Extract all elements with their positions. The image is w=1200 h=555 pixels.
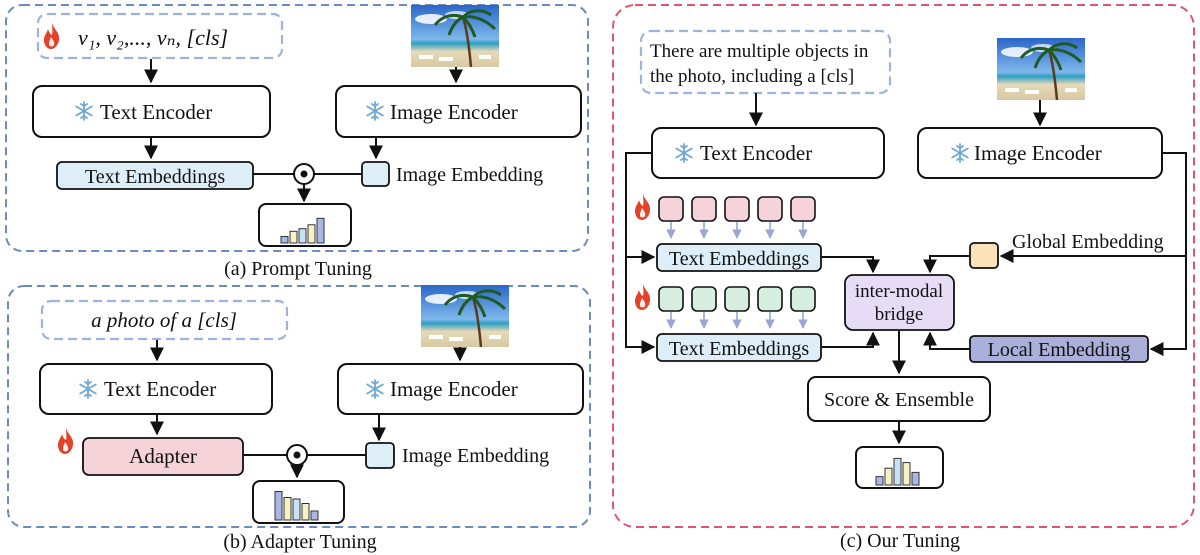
green-token-3 — [724, 286, 750, 312]
panel-c-frame — [612, 4, 1195, 528]
learnable-tokens-green — [658, 286, 816, 329]
score-ensemble-label: Score & Ensemble — [824, 389, 974, 411]
panel-b-bar-4 — [301, 503, 310, 521]
panel-c-text-embeddings-top-label: Text Embeddings — [669, 248, 809, 270]
beach-photo-c — [995, 36, 1087, 102]
panel-b-bar-5 — [310, 510, 319, 521]
panel-b-adapter-label: Adapter — [129, 444, 197, 468]
inter-modal-bridge — [844, 274, 955, 331]
panel-b-frame — [7, 285, 591, 528]
panel-a-image-encoder — [335, 85, 582, 138]
pink-token-3 — [724, 196, 750, 222]
panel-b-bar-3 — [292, 498, 301, 521]
panel-c-image-encoder-label: Image Encoder — [974, 141, 1102, 165]
panel-c-prompt-line1: There are multiple objects in — [650, 41, 869, 62]
panel-a-bar-5 — [316, 217, 325, 244]
panel-a-caption: (a) Prompt Tuning — [224, 258, 372, 280]
panel-b-bar-1 — [274, 491, 283, 521]
bridge-label-line2: bridge — [875, 304, 924, 325]
pink-token-4 — [757, 196, 783, 222]
panel-c-prompt-line2: the photo, including a [cls] — [650, 66, 854, 87]
panel-a-prompt-box — [36, 12, 284, 60]
panel-c-caption: (c) Our Tuning — [840, 530, 960, 552]
panel-a-text-encoder-label: Text Encoder — [100, 100, 212, 124]
panel-c-bar-5 — [911, 471, 920, 486]
pink-token-5 — [790, 196, 816, 222]
panel-c-prompt-box — [639, 29, 892, 95]
panel-b-image-embedding-label: Image Embedding — [402, 445, 549, 467]
panel-a-bar-2 — [289, 230, 298, 244]
pink-token-2 — [691, 196, 717, 222]
panel-c-bar-2 — [884, 467, 893, 486]
panel-a-text-encoder — [32, 85, 271, 138]
panel-b-adapter — [82, 437, 244, 476]
global-embedding-label: Global Embedding — [1012, 231, 1164, 253]
panel-c-text-embeddings-bottom-label: Text Embeddings — [669, 338, 809, 360]
panel-a-bar-3 — [298, 228, 307, 244]
green-token-1 — [658, 286, 684, 312]
local-embedding-label: Local Embedding — [988, 339, 1131, 361]
learnable-tokens-pink — [658, 196, 816, 239]
panel-c-text-encoder-label: Text Encoder — [700, 141, 812, 165]
panel-b-text-encoder-label: Text Encoder — [104, 377, 216, 401]
panel-a-prompt-text: v₁, v₂,..., vₙ, [cls] — [78, 25, 228, 50]
panel-c-bar-4 — [902, 462, 911, 486]
bridge-label-line1: inter-modal — [855, 281, 943, 302]
panel-b-histogram-bars — [274, 491, 319, 521]
green-token-2 — [691, 286, 717, 312]
flame-icon — [58, 428, 74, 454]
panel-a-text-embeddings — [56, 161, 254, 190]
panel-b-image-embedding-box — [365, 442, 395, 469]
panel-b-image-encoder — [337, 363, 584, 415]
panel-c-histogram-bars — [875, 457, 920, 486]
panel-a-image-encoder-label: Image Encoder — [390, 100, 518, 124]
green-token-5 — [790, 286, 816, 312]
panel-b-bar-2 — [283, 497, 292, 521]
flame-icon — [635, 194, 651, 220]
global-embedding-box — [969, 242, 999, 269]
green-token-4 — [757, 286, 783, 312]
panel-a-text-embeddings-label: Text Embeddings — [85, 166, 225, 188]
panel-b-image-encoder-label: Image Encoder — [390, 377, 518, 401]
flame-icon — [635, 284, 651, 310]
panel-b-caption: (b) Adapter Tuning — [223, 531, 376, 553]
panel-a-histogram-box — [258, 203, 352, 247]
panel-c-bar-3 — [893, 457, 902, 486]
panel-b-text-encoder — [39, 363, 273, 415]
panel-a-histogram-bars — [280, 217, 325, 244]
panel-a-image-embedding-box — [361, 161, 390, 187]
panel-a-frame — [5, 4, 589, 252]
panel-b-prompt-box — [40, 299, 289, 341]
beach-photo-a — [409, 3, 501, 69]
beach-photo-b — [419, 283, 511, 349]
panel-a-image-embedding-label: Image Embedding — [396, 164, 543, 186]
panel-a-bar-4 — [307, 224, 316, 244]
panel-a-bar-1 — [280, 236, 289, 244]
panel-b-prompt-text: a photo of a [cls] — [91, 308, 237, 332]
panel-c-bar-1 — [875, 476, 884, 486]
pink-token-1 — [658, 196, 684, 222]
